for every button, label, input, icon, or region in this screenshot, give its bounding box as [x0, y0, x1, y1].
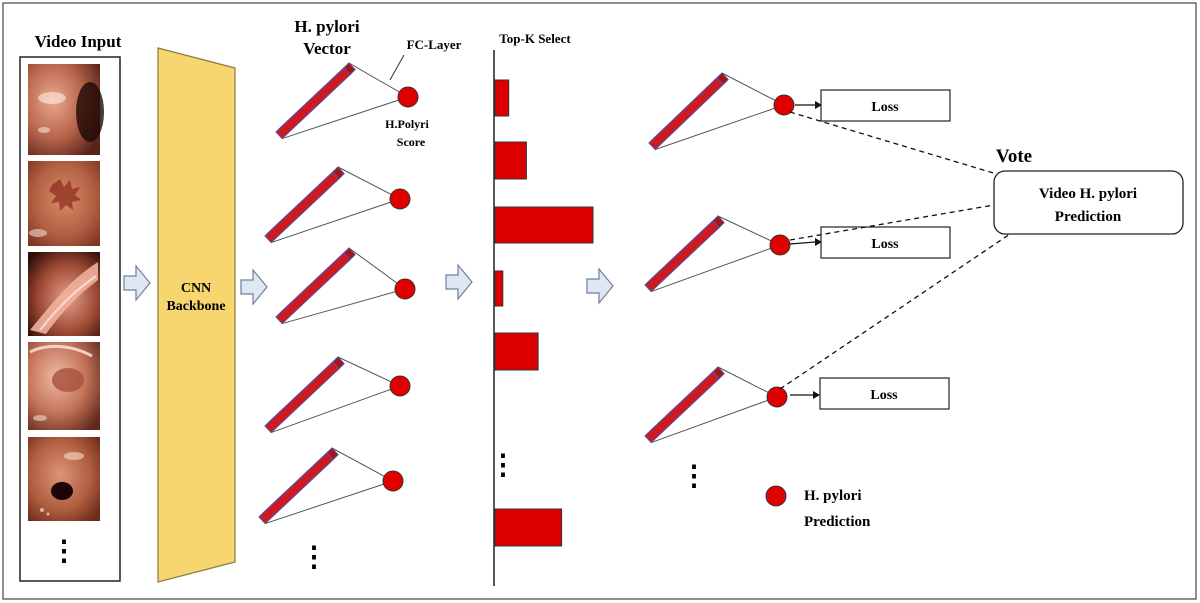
score-node — [394, 278, 416, 300]
score-label-line1: H.Polyri — [385, 117, 429, 131]
fc-line-lower — [650, 244, 781, 293]
fc-line-lower — [650, 396, 778, 444]
fc-line-lower — [282, 288, 406, 325]
fc-line-upper — [337, 356, 401, 387]
fc-line-lower — [271, 198, 401, 244]
selected-vector-unit-2 — [644, 215, 791, 293]
legend-label-line1: H. pylori — [804, 488, 862, 504]
flow-arrow-2 — [240, 268, 268, 306]
loss-label-2: Loss — [871, 237, 899, 252]
fc-line-lower — [265, 480, 394, 525]
video-prediction-line2: Prediction — [1055, 209, 1122, 225]
vector-end-cap — [712, 215, 725, 229]
vote-label: Vote — [996, 146, 1032, 167]
cnn-backbone-block — [157, 47, 236, 583]
legend-prediction-dot — [765, 485, 787, 507]
fc-line-upper — [717, 215, 781, 246]
fc-line-upper — [721, 72, 785, 106]
legend-label-line2: Prediction — [804, 514, 871, 530]
fc-line-upper — [331, 447, 394, 482]
flow-arrow-1 — [123, 264, 151, 302]
endoscopy-frame-2 — [28, 161, 100, 246]
selected-vector-column — [644, 72, 795, 444]
topk-ellipsis: ⋮ — [489, 450, 517, 481]
vector-bar — [275, 252, 351, 325]
loss-box-2: Loss — [789, 226, 951, 259]
vector-bar — [644, 371, 720, 444]
vector-title-line1: H. pylori — [294, 17, 359, 36]
score-label-line2: Score — [397, 135, 426, 149]
loss-box-3: Loss — [790, 377, 950, 410]
vector-title-line2: Vector — [303, 39, 351, 58]
score-node — [773, 94, 795, 116]
selected-vector-unit-1 — [648, 72, 795, 151]
vector-unit-2 — [264, 166, 411, 244]
loss-label-3: Loss — [870, 388, 898, 403]
topk-title: Top-K Select — [499, 31, 571, 46]
vector-unit-3 — [275, 247, 416, 325]
topk-bar — [494, 79, 510, 117]
loss-label-1: Loss — [871, 100, 899, 115]
topk-bar — [494, 508, 563, 547]
topk-bar — [494, 332, 539, 371]
frames-ellipsis: ⋮ — [50, 536, 78, 567]
vector-bar — [264, 361, 340, 434]
vector-end-cap — [712, 366, 725, 380]
vector-end-cap — [326, 447, 339, 461]
endoscopy-frame-5 — [28, 437, 100, 521]
fc-line-lower — [270, 385, 401, 434]
flow-arrow-4 — [586, 267, 614, 305]
vector-end-cap — [343, 62, 356, 76]
fc-layer-label: FC-Layer — [407, 37, 462, 52]
vector-unit-5 — [258, 447, 404, 525]
topk-bar — [494, 141, 527, 180]
topk-bar — [494, 206, 594, 244]
fc-line-lower — [655, 104, 785, 150]
fc-line-lower — [282, 96, 409, 140]
video-prediction-box — [993, 170, 1184, 235]
selected-vector-unit-3 — [644, 366, 788, 444]
vector-end-cap — [343, 247, 356, 261]
video-prediction-line1: Video H. pylori — [1039, 186, 1137, 202]
topk-bars — [494, 79, 594, 547]
vote-line-3 — [779, 233, 1011, 390]
vector-end-cap — [332, 166, 345, 180]
cnn-label-line1: CNN — [181, 281, 211, 296]
score-node — [389, 375, 411, 397]
vector-unit-4 — [264, 356, 411, 434]
fc-line-upper — [717, 366, 778, 398]
fc-line-upper — [348, 247, 406, 290]
topk-bar — [494, 270, 504, 307]
endoscopy-frame-1 — [28, 64, 104, 155]
fc-line-upper — [337, 166, 401, 200]
score-node — [382, 470, 404, 492]
vector-bar — [644, 220, 720, 293]
vector-column — [258, 62, 419, 525]
vector-unit-1 — [275, 62, 419, 140]
vector-end-cap — [716, 72, 729, 86]
score-node — [397, 86, 419, 108]
vote-line-1 — [789, 111, 1001, 176]
endoscopy-frame-4 — [28, 342, 100, 430]
cnn-label-line2: Backbone — [166, 299, 225, 314]
fc-line-upper — [348, 62, 409, 98]
score-node — [766, 386, 788, 408]
score-node — [769, 234, 791, 256]
video-input-title: Video Input — [35, 32, 122, 51]
selected-ellipsis: ⋮ — [680, 461, 708, 492]
flow-arrow-3 — [445, 263, 473, 301]
score-node — [389, 188, 411, 210]
vectors-ellipsis: ⋮ — [300, 542, 328, 573]
loss-box-1: Loss — [795, 89, 951, 122]
endoscopy-frame-3 — [28, 252, 100, 336]
fc-layer-pointer — [389, 54, 405, 81]
vector-end-cap — [332, 356, 345, 370]
vote-line-2 — [789, 204, 995, 241]
